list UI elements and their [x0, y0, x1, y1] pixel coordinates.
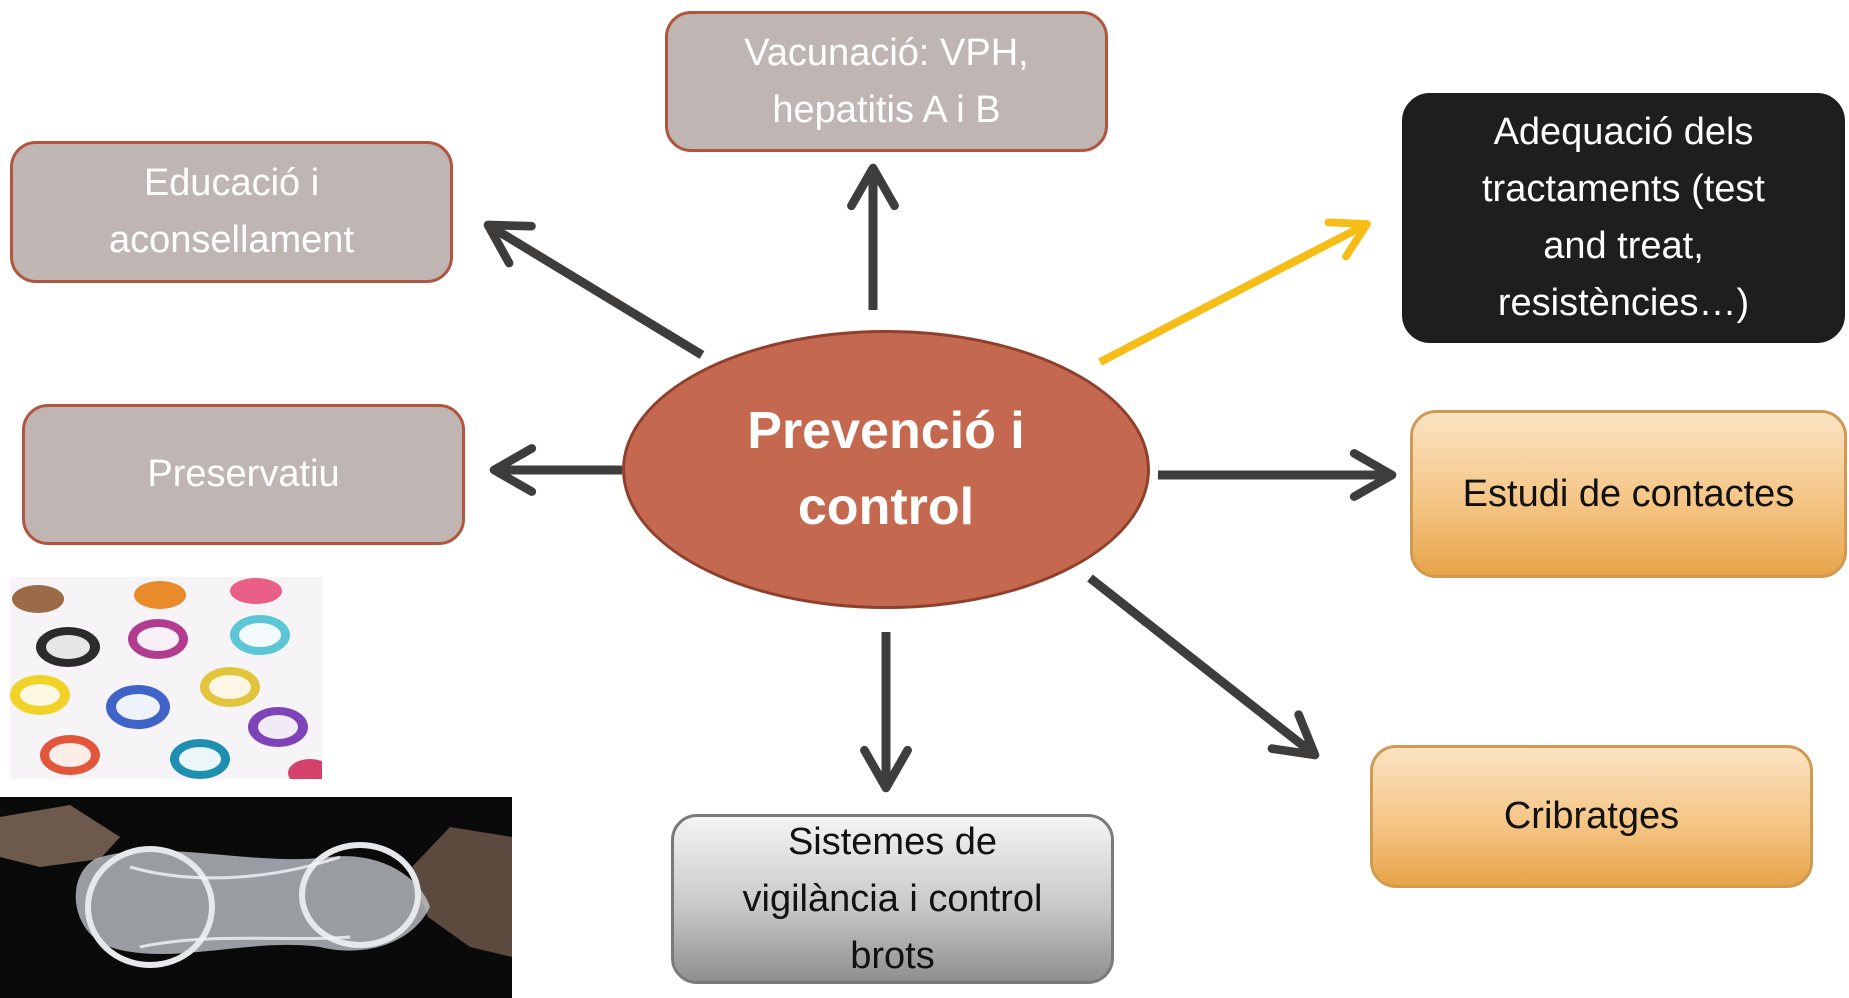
education-line-1: Educació i	[143, 162, 320, 204]
surveillance-line-1: Sistemes de	[787, 820, 998, 863]
center-line-1: Prevenció i	[747, 402, 1025, 461]
arrow-to-screening	[1087, 574, 1320, 760]
center-line-2: control	[797, 477, 975, 536]
center-node-prevention-control[interactable]: Prevenció i control	[622, 330, 1150, 609]
surveillance-line-2: vigilància i control	[742, 877, 1043, 920]
screening-box[interactable]: Cribratges	[1370, 745, 1813, 888]
contacts-box[interactable]: Estudi de contactes	[1410, 410, 1847, 578]
surveillance-box[interactable]: Sistemes de vigilància i control brots	[671, 814, 1114, 984]
education-line-2: aconsellament	[108, 219, 355, 261]
vaccination-box[interactable]: Vacunació: VPH, hepatitis A i B	[665, 11, 1108, 152]
arrow-to-education	[483, 220, 705, 359]
condom-label: Preservatiu	[147, 453, 340, 495]
contacts-label: Estudi de contactes	[1462, 472, 1795, 515]
treatment-line-1: Adequació dels	[1493, 111, 1754, 153]
vaccination-line-2: hepatitis A i B	[772, 88, 1001, 131]
education-box[interactable]: Educació i aconsellament	[10, 141, 453, 283]
screening-label: Cribratges	[1503, 795, 1680, 837]
treatment-box[interactable]: Adequació dels tractaments (test and tre…	[1402, 93, 1845, 343]
surveillance-line-3: brots	[850, 934, 935, 977]
arrow-to-treatment[interactable]	[1098, 218, 1371, 366]
treatment-line-2: tractaments (test	[1482, 168, 1765, 210]
treatment-line-4: resistències…)	[1497, 282, 1750, 324]
treatment-line-3: and treat,	[1543, 225, 1704, 267]
colorful-condoms-photo	[10, 577, 322, 779]
condom-box[interactable]: Preservatiu	[22, 404, 465, 545]
vaccination-line-1: Vacunació: VPH,	[744, 31, 1029, 74]
female-condom-photo	[0, 797, 512, 998]
